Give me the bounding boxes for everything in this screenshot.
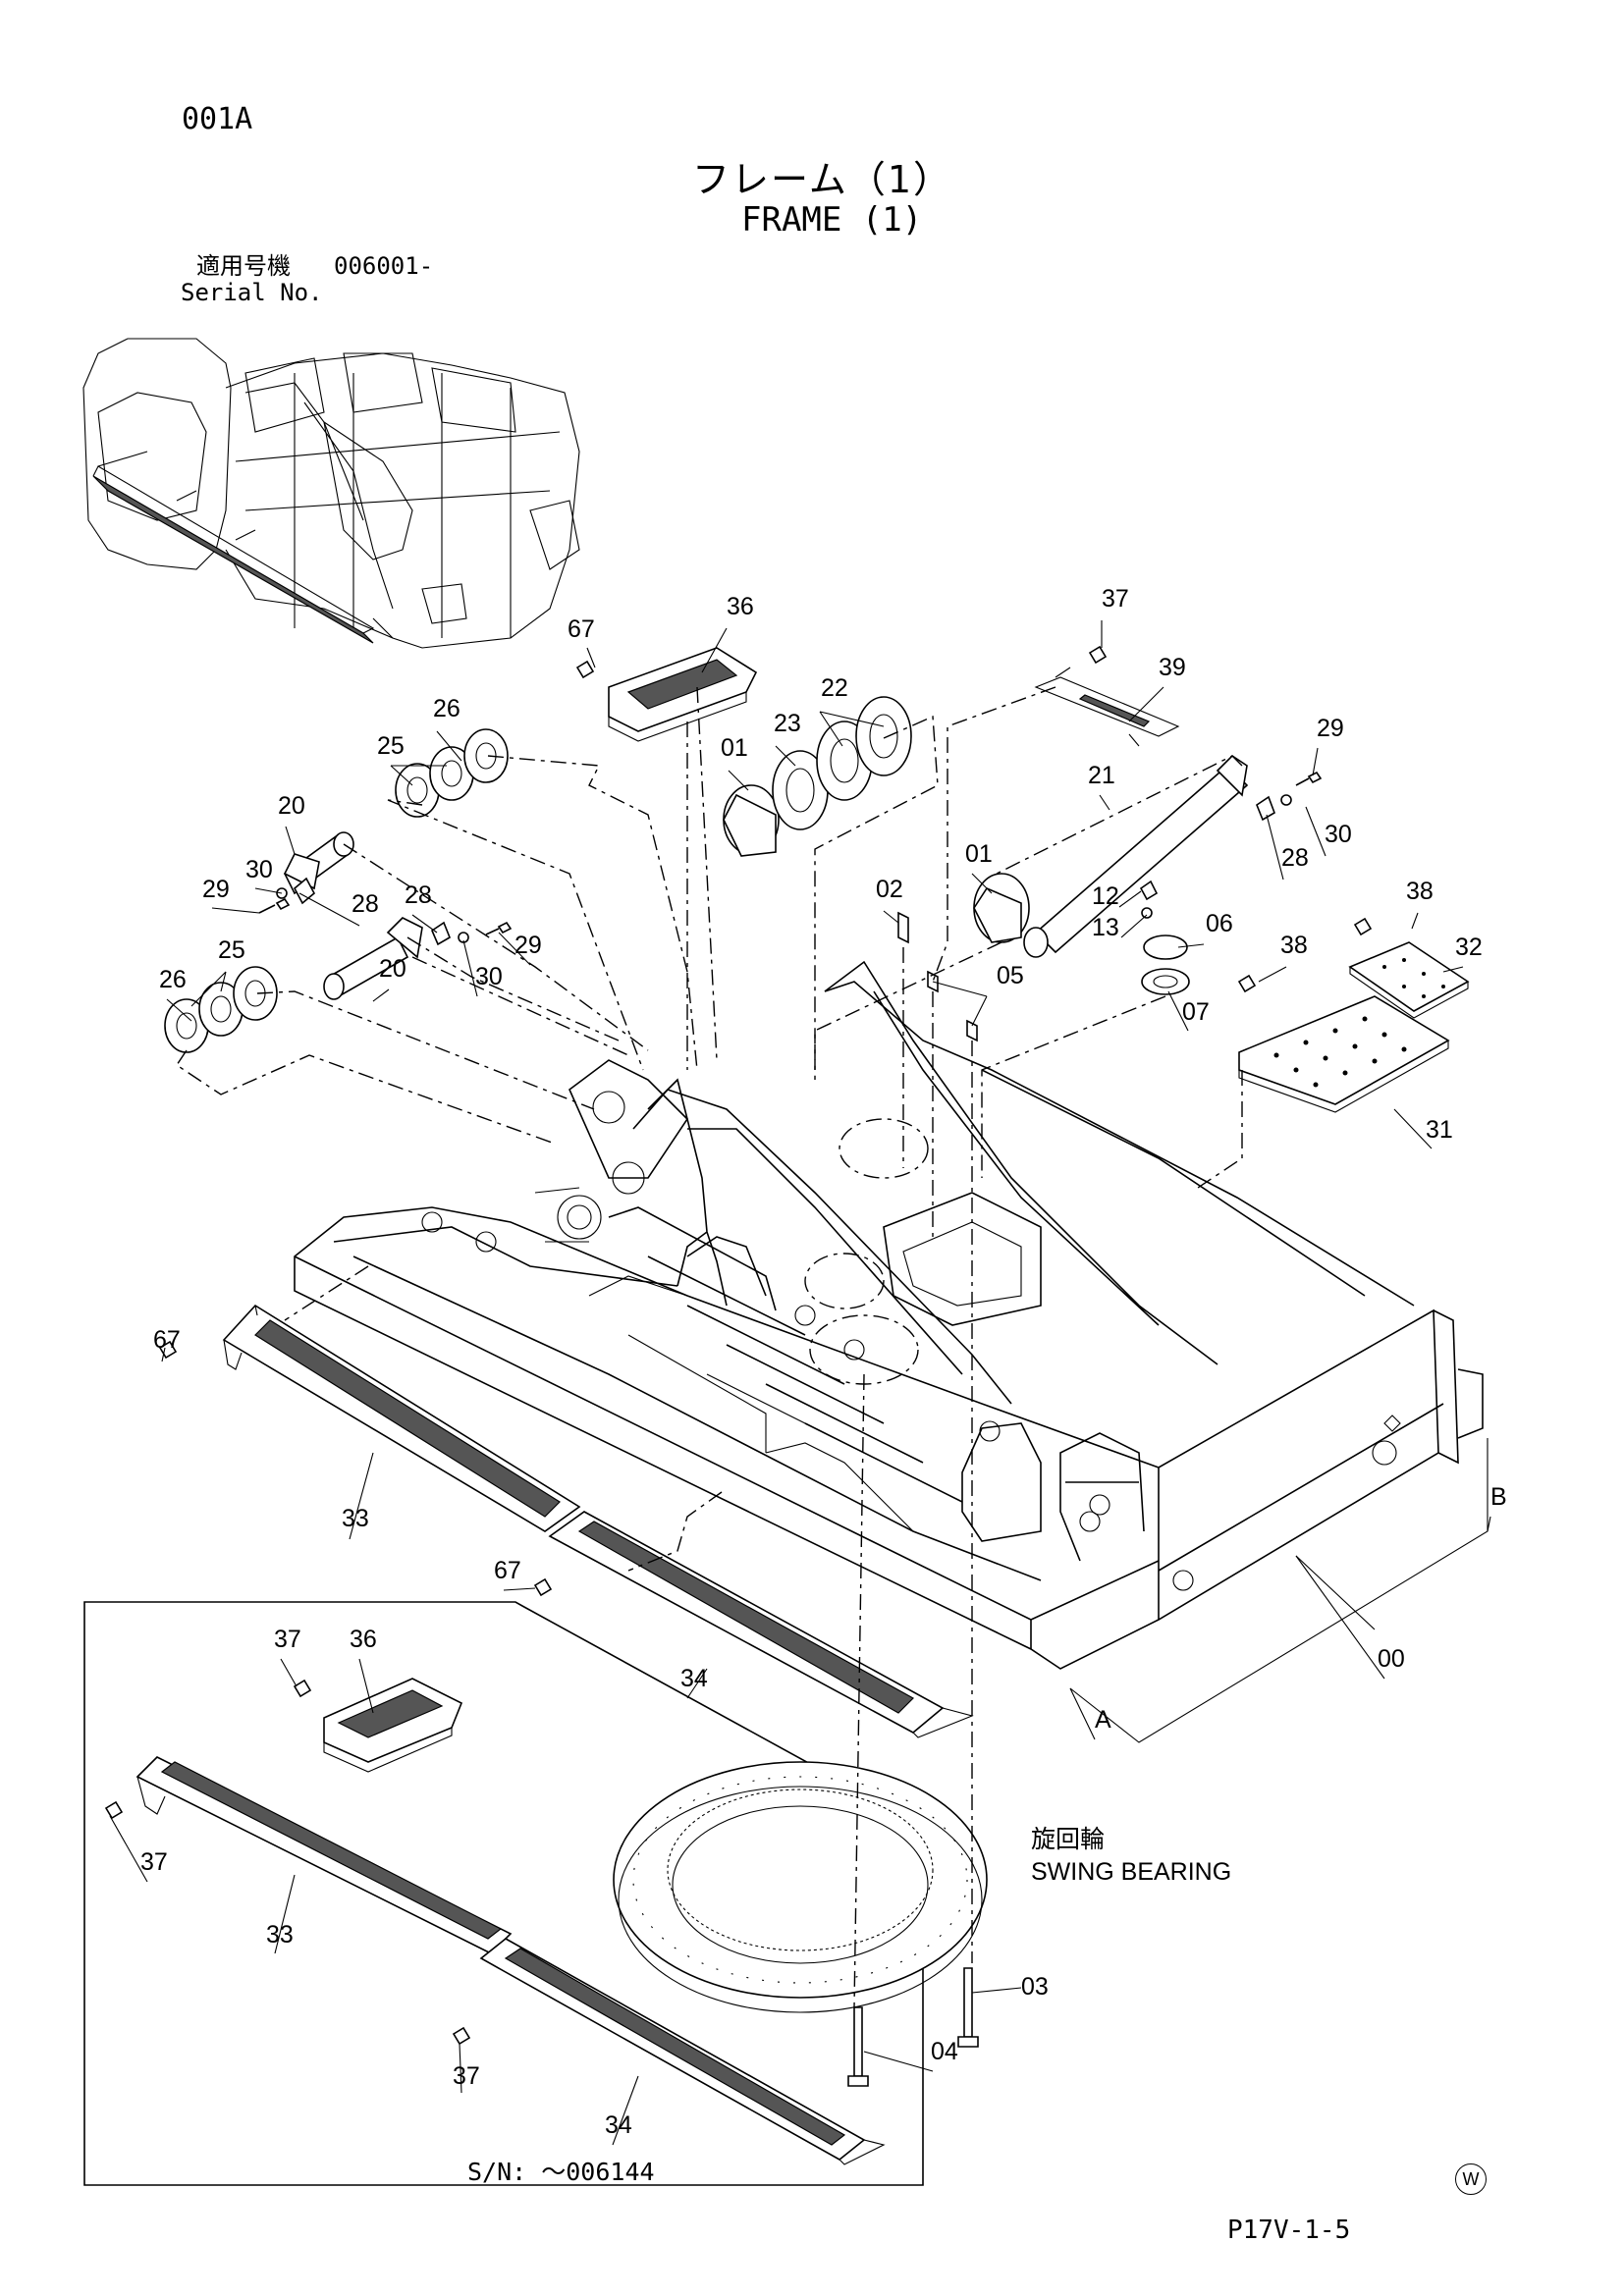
callout-20: 20	[278, 792, 305, 820]
assembly-dash-lines	[176, 686, 1243, 2008]
callout-00: 00	[1378, 1645, 1405, 1673]
callout-38: 38	[1406, 878, 1434, 905]
callout-01: 01	[721, 734, 748, 762]
callout-A: A	[1095, 1706, 1111, 1734]
upper-frame-00	[294, 960, 1484, 1670]
callout-29: 29	[202, 876, 230, 903]
watermark-circle-w: W	[1455, 2163, 1487, 2195]
pins-and-bushings	[164, 696, 1323, 1053]
callout-06: 06	[1206, 910, 1233, 937]
callout-25: 25	[377, 732, 405, 760]
callout-37: 37	[453, 2062, 480, 2090]
page-code: 001A	[182, 102, 253, 136]
callout-31: 31	[1426, 1116, 1453, 1144]
callout-12: 12	[1092, 882, 1119, 910]
callout-29: 29	[514, 932, 542, 959]
callout-28: 28	[352, 890, 379, 918]
callout-25: 25	[218, 936, 245, 964]
callout-37: 37	[1102, 585, 1129, 613]
callout-03: 03	[1021, 1973, 1049, 2001]
callout-28: 28	[1281, 844, 1309, 872]
swing-bearing-illustration	[613, 1761, 988, 2013]
callout-67: 67	[494, 1557, 521, 1584]
swing-bearing-bolts	[847, 1967, 979, 2087]
callout-67: 67	[568, 615, 595, 643]
callout-39: 39	[1159, 654, 1186, 681]
callout-04: 04	[931, 2038, 958, 2065]
callout-32: 32	[1455, 934, 1483, 961]
serial-value: 006001-	[334, 252, 434, 280]
title-english: FRAME (1)	[741, 200, 923, 240]
callout-38: 38	[1280, 932, 1308, 959]
callout-30: 30	[475, 963, 503, 990]
callout-01: 01	[965, 840, 993, 868]
callout-26: 26	[159, 966, 187, 993]
callout-21: 21	[1088, 762, 1115, 789]
callout-33: 33	[342, 1505, 369, 1532]
serial-label-jp: 適用号機	[196, 252, 291, 280]
leader-lines	[109, 620, 1491, 2146]
callout-30: 30	[245, 856, 273, 883]
callout-33: 33	[266, 1921, 294, 1949]
swing-bearing-label-jp: 旋回輪	[1031, 1826, 1106, 1853]
serial-label-en: Serial No.	[181, 279, 323, 306]
callout-B: B	[1490, 1483, 1507, 1511]
callout-13: 13	[1092, 914, 1119, 941]
machine-overview-illustration	[82, 338, 580, 649]
callout-37: 37	[140, 1848, 168, 1876]
callout-07: 07	[1182, 998, 1210, 1026]
callout-36: 36	[727, 593, 754, 620]
reference-lines	[1069, 1438, 1489, 1743]
title-japanese: フレーム（1）	[692, 158, 953, 201]
callout-34: 34	[680, 1665, 708, 1692]
callout-28: 28	[405, 881, 432, 909]
callout-22: 22	[821, 674, 848, 702]
callout-02: 02	[876, 876, 903, 903]
document-code: P17V-1-5	[1227, 2216, 1351, 2245]
callout-67: 67	[153, 1326, 181, 1354]
side-steps	[104, 1304, 974, 2165]
swing-bearing-label-en: SWING BEARING	[1031, 1858, 1232, 1886]
callout-36: 36	[350, 1626, 377, 1653]
callout-05: 05	[997, 962, 1024, 989]
callout-23: 23	[774, 710, 801, 737]
callout-29: 29	[1317, 715, 1344, 742]
callout-26: 26	[433, 695, 460, 722]
callout-20: 20	[379, 955, 406, 983]
serial-range-note: S/N: ～006144	[467, 2158, 655, 2186]
callout-30: 30	[1325, 821, 1352, 848]
callout-37: 37	[274, 1626, 301, 1653]
callout-34: 34	[605, 2111, 632, 2139]
